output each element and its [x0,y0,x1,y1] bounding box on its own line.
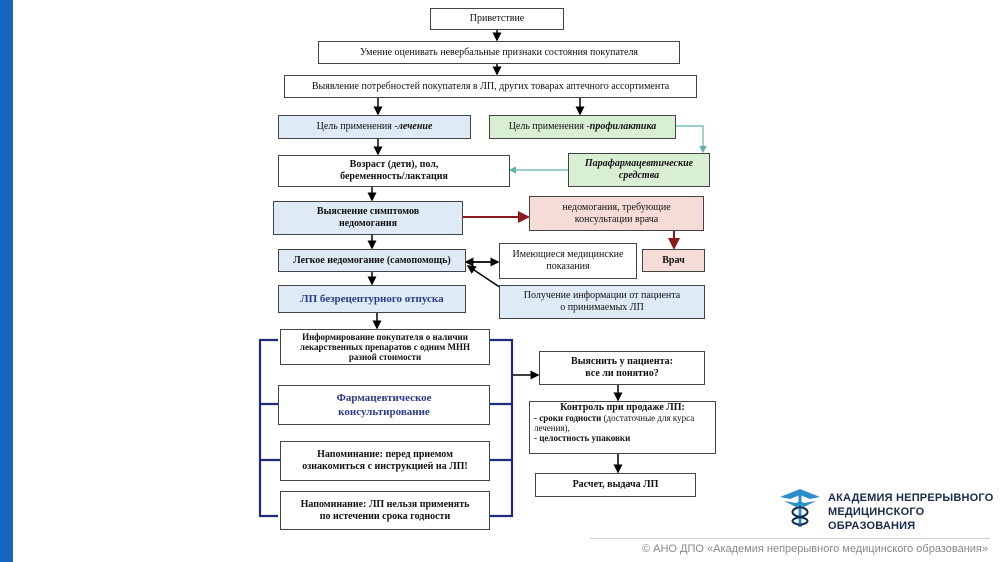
clarify-line2: все ли понятно? [585,368,659,379]
patient-info-line1: Получение информации от пациента [523,290,681,301]
pharm-consult-box: Фармацевтическое консультирование [278,385,490,425]
nonverbal-label: Умение оценивать невербальные признаки с… [359,46,639,58]
doctor-needed-line1: недомогания, требующие [562,201,671,213]
inform-box: Информирование покупателя о наличии лека… [280,329,490,365]
goal-prevention-prefix: Цель применения - [508,121,590,132]
control-item2: - целостность упаковки [534,433,631,443]
payment-label: Расчет, выдача ЛП [572,479,659,490]
reminder-expiry-box: Напоминание: ЛП нельзя применять по исте… [280,491,490,530]
inform-line2: лекарственных препаратов с одним МНН [299,342,471,352]
patient-info-box: Получение информации от пациента о прини… [499,285,705,319]
arrow-prevention-parapharm [676,125,707,154]
control-item1: - сроки годности [534,413,602,423]
pharm-consult-line1: Фармацевтическое [336,392,432,404]
clarify-line1: Выяснить у пациента: [571,356,673,367]
right-bracket [490,338,514,518]
symptoms-line2: недомогания [338,218,398,229]
symptoms-box: Выяснение симптомов недомогания [273,201,463,235]
logo-line2: МЕДИЦИНСКОГО ОБРАЗОВАНИЯ [828,506,925,532]
age-box: Возраст (дети), пол, беременность/лактац… [278,155,510,187]
control-title: Контроль при продаже ЛП: [560,402,685,413]
reminder-instruction-box: Напоминание: перед приемом ознакомиться … [280,441,490,481]
doctor-needed-line2: консультации врача [574,213,659,225]
otc-box: ЛП безрецептурного отпуска [278,285,466,313]
patient-info-line2: о принимаемых ЛП [560,302,644,313]
greeting-box: Приветствие [430,8,564,30]
clarify-box: Выяснить у пациента: все ли понятно? [539,351,705,385]
doctor-needed-box: недомогания, требующие консультации врач… [529,196,704,231]
control-box: Контроль при продаже ЛП: - сроки годност… [529,401,716,454]
goal-treatment-emphasis: лечение [397,121,433,132]
parapharm-label: Парафармацевтические средства [584,158,694,181]
needs-box: Выявление потребностей покупателя в ЛП, … [284,75,697,98]
med-indications-line2: показания [546,261,590,272]
left-bracket [258,338,278,518]
control-item1-note: (достаточные для курса лечения), [534,413,695,433]
pharm-consult-line2: консультирование [338,406,430,418]
med-indications-line1: Имеющиеся медицинские [512,249,624,260]
inform-line1: Информирование покупателя о наличии [302,332,468,342]
mild-box: Легкое недомогание (самопомощь) [278,249,466,272]
arrow-patientinfo-mild [466,265,505,291]
academy-logo: АКАДЕМИЯ НЕПРЕРЫВНОГО МЕДИЦИНСКОГО ОБРАЗ… [778,487,998,532]
mild-label: Легкое недомогание (самопомощь) [293,254,451,266]
age-line1: Возраст (дети), пол, [349,159,439,170]
med-indications-box: Имеющиеся медицинские показания [499,243,637,279]
greeting-label: Приветствие [469,13,525,24]
otc-label: ЛП безрецептурного отпуска [300,293,444,305]
reminder-expiry-line1: Напоминание: ЛП нельзя применять [300,498,470,510]
doctor-label: Врач [662,254,685,266]
goal-treatment-prefix: Цель применения - [316,121,398,132]
reminder-expiry-line2: по истечении срока годности [319,510,451,522]
payment-box: Расчет, выдача ЛП [535,473,696,497]
nonverbal-box: Умение оценивать невербальные признаки с… [318,41,680,64]
caduceus-logo-icon [780,489,820,527]
symptoms-line1: Выяснение симптомов [316,206,420,217]
age-line2: беременность/лактация [340,171,448,182]
left-accent-bar [0,0,13,562]
inform-line3: разной стоимости [348,352,422,362]
logo-line1: АКАДЕМИЯ НЕПРЕРЫВНОГО [828,492,994,504]
goal-prevention-emphasis: профилактика [589,121,657,132]
goal-treatment-box: Цель применения -лечение [278,115,471,139]
footer-divider [590,538,990,539]
parapharm-box: Парафармацевтические средства [568,153,710,187]
copyright-footer: © АНО ДПО «Академия непрерывного медицин… [641,543,988,555]
reminder-instruction-line2: ознакомиться с инструкцией на ЛП! [302,461,468,472]
reminder-instruction-line1: Напоминание: перед приемом [317,449,453,460]
doctor-box: Врач [642,249,705,272]
goal-prevention-box: Цель применения - профилактика [489,115,676,139]
needs-label: Выявление потребностей покупателя в ЛП, … [311,80,670,92]
